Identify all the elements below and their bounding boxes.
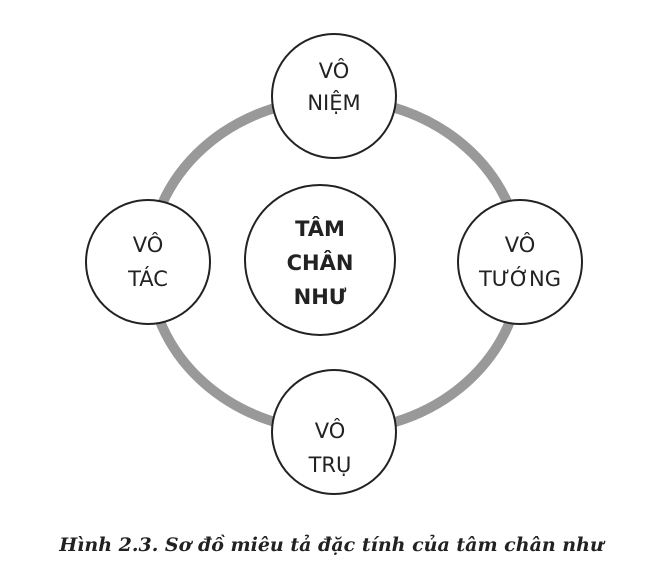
node-bottom-line-2: TRỤ [308,453,352,477]
node-top-line-2: NIỆM [307,90,360,115]
node-top-line-1: VÔ [319,58,350,83]
center-line-1: TÂM [295,216,345,241]
node-bottom-line-1: VÔ [315,418,346,443]
node-bottom: VÔ TRỤ [271,369,397,495]
node-right-line-1: VÔ [505,232,536,257]
node-right: VÔ TƯỚNG [457,199,583,325]
node-left: VÔ TÁC [85,199,211,325]
node-top: VÔ NIỆM [271,33,397,159]
figure-caption: Hình 2.3. Sơ đồ miêu tả đặc tính của tâm… [59,534,604,556]
center-line-3: NHƯ [294,285,347,309]
node-right-line-2: TƯỚNG [478,266,561,291]
node-left-line-2: TÁC [127,266,168,291]
node-left-line-1: VÔ [133,232,164,257]
center-line-2: CHÂN [287,250,354,275]
center-node: TÂM CHÂN NHƯ [244,184,396,336]
